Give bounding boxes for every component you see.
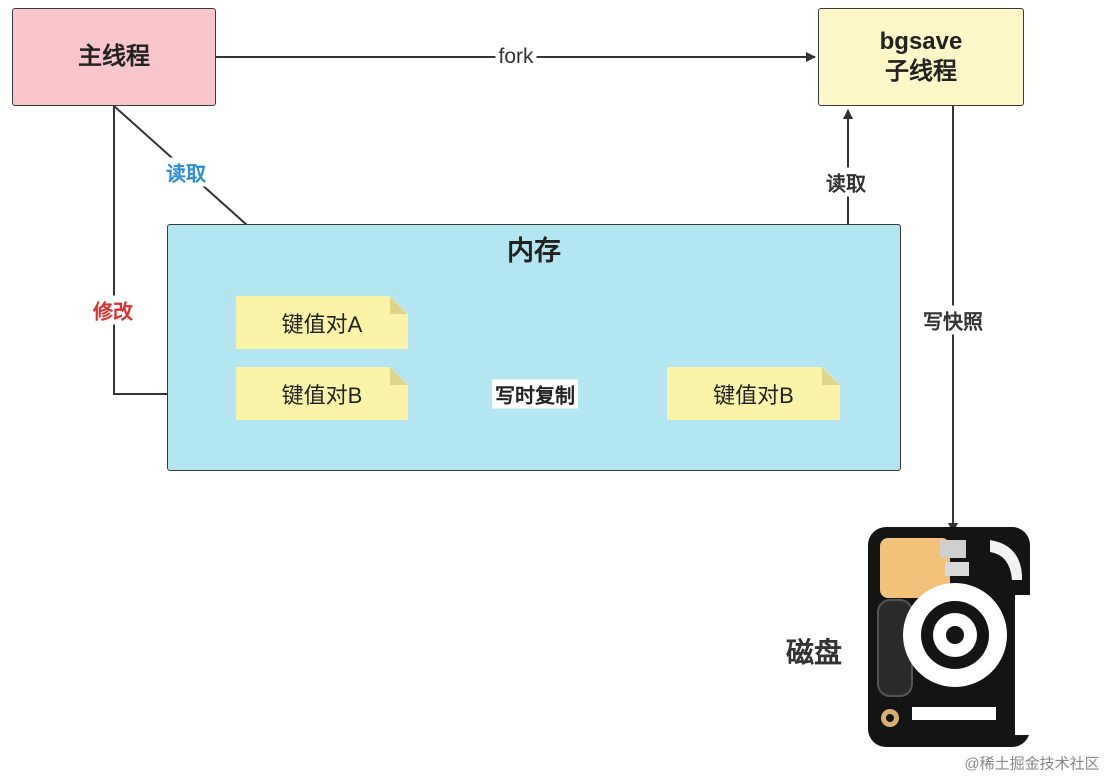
bgsave-thread-box: bgsave 子线程 <box>818 8 1024 106</box>
hard-disk-icon <box>868 527 1030 747</box>
read-label-bgsave: 读取 <box>823 167 869 197</box>
watermark: @稀土掘金技术社区 <box>964 755 1100 773</box>
kv-pair-b-copy-label: 键值对B <box>713 382 794 408</box>
bgsave-label-line1: bgsave <box>879 28 963 55</box>
kv-pair-b-original-label: 键值对B <box>281 382 363 408</box>
copy-on-write-label: 写时复制 <box>492 379 578 409</box>
read-label-main: 读取 <box>163 157 209 187</box>
main-thread-box: 主线程 <box>12 8 216 106</box>
kv-pair-a-note: 键值对A <box>236 296 408 349</box>
write-snapshot-label: 写快照 <box>920 305 986 335</box>
main-thread-label: 主线程 <box>78 43 150 70</box>
fork-label: fork <box>495 45 537 69</box>
kv-pair-b-copy-note: 键值对B <box>667 367 840 420</box>
disk-label: 磁盘 <box>785 637 843 668</box>
kv-pair-b-original-note: 键值对B <box>236 367 408 420</box>
modify-label: 修改 <box>90 295 136 325</box>
kv-pair-a-label: 键值对A <box>281 311 363 337</box>
memory-title: 内存 <box>507 236 561 266</box>
bgsave-label-line2: 子线程 <box>885 58 957 85</box>
